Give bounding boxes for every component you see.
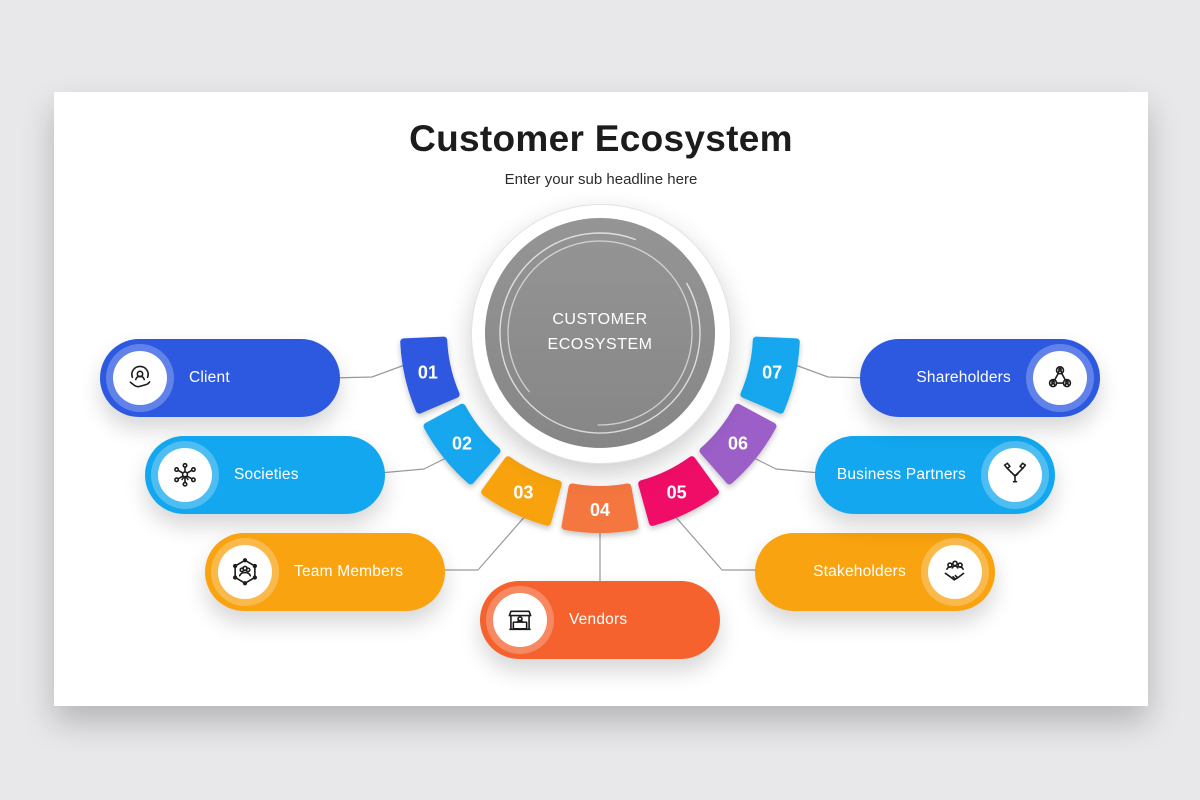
connector-shareholders — [789, 362, 871, 379]
vendor-stall-icon — [508, 610, 532, 631]
hub-label-line1: CUSTOMER — [552, 311, 648, 329]
shareholders-icon-circle — [1033, 351, 1087, 405]
vendors-icon-circle — [493, 593, 547, 647]
node-pill-client: Client — [100, 339, 340, 417]
segment-number-01: 01 — [418, 363, 438, 383]
segment-number-07: 07 — [762, 363, 782, 383]
hub-decor-arcs — [499, 232, 701, 434]
node-pill-business-partners: Business Partners — [815, 436, 1055, 514]
pill-label: Team Members — [294, 563, 404, 580]
team-members-icon-circle — [218, 545, 272, 599]
page-title: Customer Ecosystem — [409, 118, 793, 159]
segment-05 — [638, 456, 719, 526]
societies-icon-circle — [158, 448, 212, 502]
pill-label: Vendors — [569, 611, 628, 628]
partners-handshake-icon — [1003, 462, 1027, 483]
segment-03 — [481, 456, 562, 526]
node-pill-societies: Societies — [145, 436, 385, 514]
hub-label: CUSTOMER ECOSYSTEM — [548, 308, 653, 358]
segment-number-02: 02 — [452, 433, 472, 453]
page-subtitle: Enter your sub headline here — [504, 171, 698, 188]
society-network-icon — [174, 462, 196, 487]
node-pill-team-members: Team Members — [205, 533, 445, 611]
node-pill-vendors: Vendors — [480, 581, 720, 659]
stakeholders-handshake-icon — [944, 560, 965, 581]
segment-number-04: 04 — [590, 500, 610, 520]
stakeholders-icon-circle — [928, 545, 982, 599]
pill-label: Client — [189, 369, 230, 386]
pill-label: Shareholders — [916, 369, 1011, 386]
pill-label: Stakeholders — [813, 563, 906, 580]
segment-number-03: 03 — [513, 482, 533, 502]
business-partners-icon-circle — [988, 448, 1042, 502]
segment-04 — [561, 483, 639, 533]
segment-number-06: 06 — [728, 433, 748, 453]
segment-01 — [400, 336, 460, 414]
connector-business-partners — [747, 454, 821, 474]
segment-number-05: 05 — [667, 482, 687, 502]
hub-label-line2: ECOSYSTEM — [547, 336, 653, 353]
central-hub: CUSTOMER ECOSYSTEM — [471, 204, 731, 464]
connector-societies — [379, 454, 453, 474]
pill-label: Societies — [234, 466, 299, 483]
pill-label: Business Partners — [836, 466, 966, 483]
shareholders-network-icon — [1048, 365, 1072, 388]
client-icon-circle — [113, 351, 167, 405]
segment-07 — [740, 336, 800, 414]
node-pill-stakeholders: Stakeholders — [755, 533, 995, 611]
connector-team-members — [440, 505, 535, 571]
team-hexagon-icon — [232, 558, 257, 586]
central-hub-circle: CUSTOMER ECOSYSTEM — [485, 218, 715, 448]
connector-client — [329, 362, 411, 379]
connector-stakeholders — [665, 505, 760, 571]
client-care-icon — [129, 365, 151, 388]
slide-canvas: Customer Ecosystem Enter your sub headli… — [54, 92, 1148, 706]
node-pill-shareholders: Shareholders — [860, 339, 1100, 417]
